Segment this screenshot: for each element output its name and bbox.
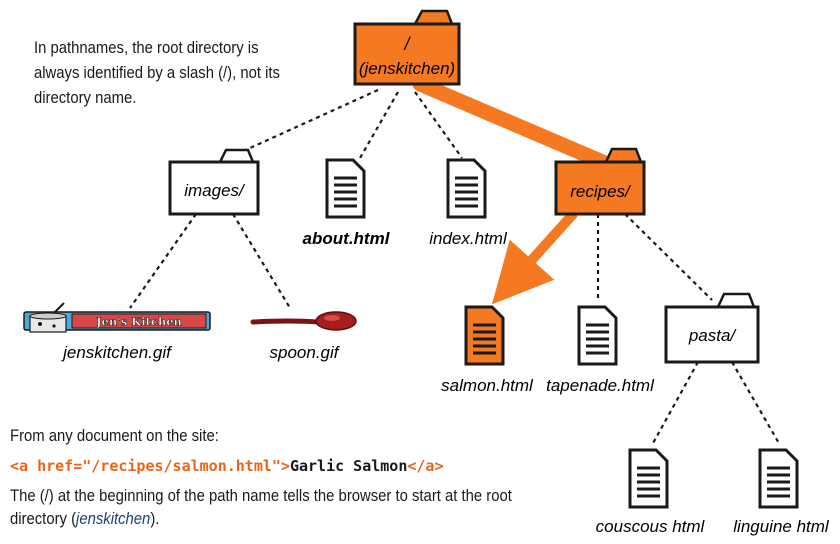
images-folder-icon: images/ <box>168 148 260 216</box>
recipes-folder-label: recipes/ <box>570 182 632 201</box>
jenskitchen-logo-text: Jen's Kitchen <box>95 315 182 329</box>
recipes-folder-icon: recipes/ <box>554 147 646 216</box>
code-link-text: Garlic Salmon <box>289 457 408 475</box>
root-slash-label: / <box>402 34 411 54</box>
spoon-gif-label: spoon.gif <box>270 343 341 362</box>
jenskitchen-logo-image: Jen's Kitchen <box>23 302 211 333</box>
connector-images-spoon <box>232 213 291 309</box>
connector-images-logo <box>129 213 197 309</box>
connector-pasta-linguine <box>731 361 781 446</box>
connector-root-about <box>359 91 399 159</box>
explain-suffix: ). <box>150 510 160 528</box>
linguine-document-icon <box>758 448 799 509</box>
index-document-icon <box>446 158 487 219</box>
spoon-image <box>250 311 357 331</box>
couscous-file-label: couscous html <box>596 517 706 536</box>
highlight-root-recipes <box>412 76 613 171</box>
slash-explanation: The (/) at the beginning of the path nam… <box>10 485 514 531</box>
any-document-caption: From any document on the site: <box>10 427 219 445</box>
index-file-label: index.html <box>429 229 508 248</box>
linguine-file-label: linguine html <box>733 517 830 536</box>
salmon-file-label: salmon.html <box>441 376 534 395</box>
explain-root-name: jenskitchen <box>76 510 151 528</box>
tapenade-document-icon <box>577 305 618 366</box>
connector-root-images <box>227 88 379 160</box>
code-example: <a href="/recipes/salmon.html">Garlic Sa… <box>10 456 550 476</box>
path-highlight <box>412 76 613 305</box>
highlight-recipes-salmon-arrow <box>491 209 578 305</box>
pasta-folder-icon: pasta/ <box>664 292 760 364</box>
salmon-document-icon <box>464 305 505 366</box>
connector-recipes-pasta <box>624 213 713 301</box>
pasta-folder-label: pasta/ <box>688 326 738 345</box>
connector-root-index <box>414 91 463 159</box>
images-folder-label: images/ <box>184 181 246 200</box>
path-explanation-block: From any document on the site: <a href="… <box>10 426 550 531</box>
couscous-document-icon <box>628 448 669 509</box>
tapenade-file-label: tapenade.html <box>546 376 655 395</box>
kitchen-pot-icon <box>29 302 67 333</box>
about-document-icon <box>325 158 366 219</box>
root-folder-icon: / (jenskitchen) <box>353 9 461 86</box>
about-file-label: about.html <box>303 229 391 248</box>
code-open-tag: <a href="/recipes/salmon.html"> <box>10 457 290 475</box>
intro-note: In pathnames, the root directory is alwa… <box>34 39 280 107</box>
root-name-label: (jenskitchen) <box>359 59 455 78</box>
connector-pasta-couscous <box>651 361 699 446</box>
code-close-tag: </a> <box>407 457 444 475</box>
explain-prefix: The (/) at the beginning of the path nam… <box>10 487 512 528</box>
jenskitchen-gif-label: jenskitchen.gif <box>61 343 173 362</box>
